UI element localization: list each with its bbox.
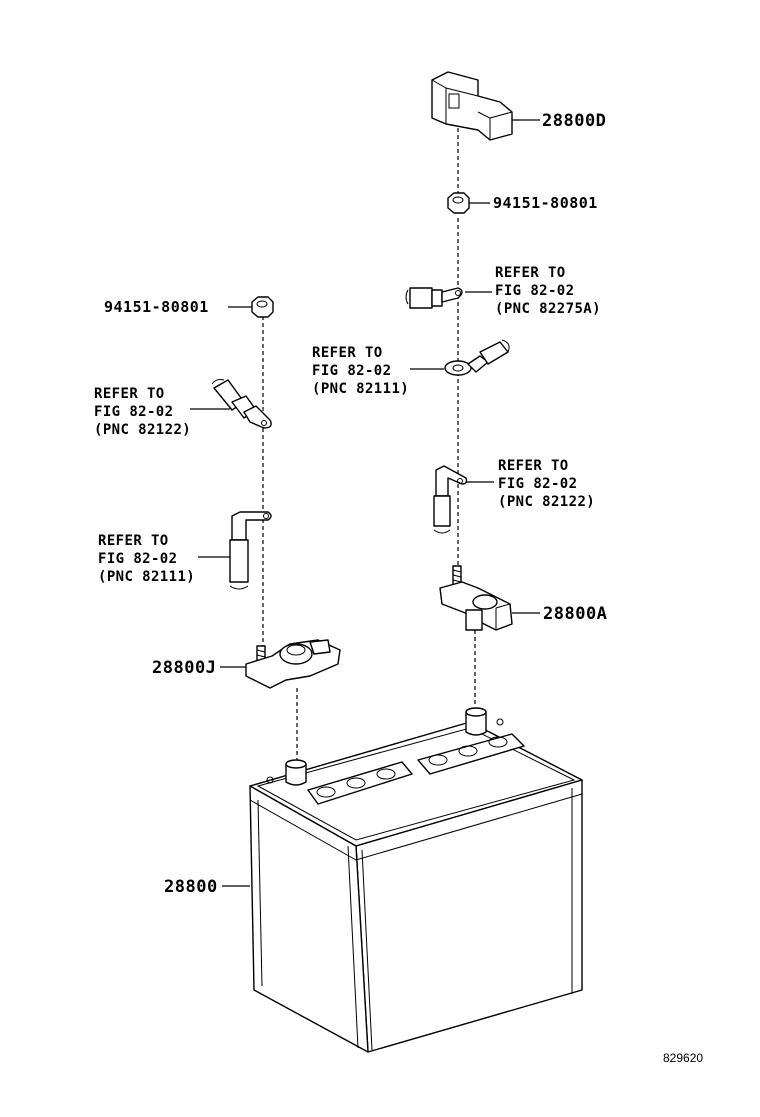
ref-82111-right-line1: REFER TO — [312, 345, 383, 361]
ref-82122-left-text: REFER TO FIG 82-02 (PNC 82122) — [94, 386, 191, 438]
ref-82111-right-line2: FIG 82-02 — [312, 363, 391, 379]
ref-82122-right-line3: (PNC 82122) — [498, 494, 595, 510]
label-terminal-cover: 28800D — [542, 111, 606, 131]
ref-82122-right-text: REFER TO FIG 82-02 (PNC 82122) — [498, 458, 595, 510]
negative-clamp-part — [245, 639, 341, 689]
ring-terminal-82111-right — [444, 339, 510, 376]
ref-82122-left-line2: FIG 82-02 — [94, 404, 173, 420]
ref-82111-right-line3: (PNC 82111) — [312, 381, 409, 397]
label-positive-clamp: 28800A — [543, 604, 607, 624]
nut-left-part — [251, 296, 274, 318]
ref-82111-left-line2: FIG 82-02 — [98, 551, 177, 567]
figure-number: 829620 — [663, 1051, 703, 1065]
label-nut-left: 94151-80801 — [104, 298, 209, 316]
positive-clamp-part — [439, 565, 513, 631]
ref-82111-left-line3: (PNC 82111) — [98, 569, 195, 585]
ref-82111-left-line1: REFER TO — [98, 533, 169, 549]
bent-terminal-82111-left — [229, 511, 272, 590]
ref-82275a-line3: (PNC 82275A) — [495, 301, 601, 317]
label-battery: 28800 — [164, 877, 218, 897]
ref-82275a-line2: FIG 82-02 — [495, 283, 574, 299]
ref-82275a-line1: REFER TO — [495, 265, 566, 281]
label-nut-right: 94151-80801 — [493, 194, 598, 212]
cable-terminal-82122-left — [211, 379, 272, 429]
battery-part — [249, 707, 583, 1053]
cable-lug-82275a — [405, 287, 463, 309]
label-negative-clamp: 28800J — [152, 658, 216, 678]
ref-82111-left-text: REFER TO FIG 82-02 (PNC 82111) — [98, 533, 195, 585]
nut-right-part — [447, 192, 470, 214]
ref-82122-left-line1: REFER TO — [94, 386, 165, 402]
ref-82122-right-line2: FIG 82-02 — [498, 476, 577, 492]
terminal-cover-part — [431, 71, 513, 141]
bent-terminal-82122-right — [433, 465, 468, 534]
ref-82122-right-line1: REFER TO — [498, 458, 569, 474]
ref-82122-left-line3: (PNC 82122) — [94, 422, 191, 438]
ref-82275a-text: REFER TO FIG 82-02 (PNC 82275A) — [495, 265, 601, 317]
ref-82111-right-text: REFER TO FIG 82-02 (PNC 82111) — [312, 345, 409, 397]
